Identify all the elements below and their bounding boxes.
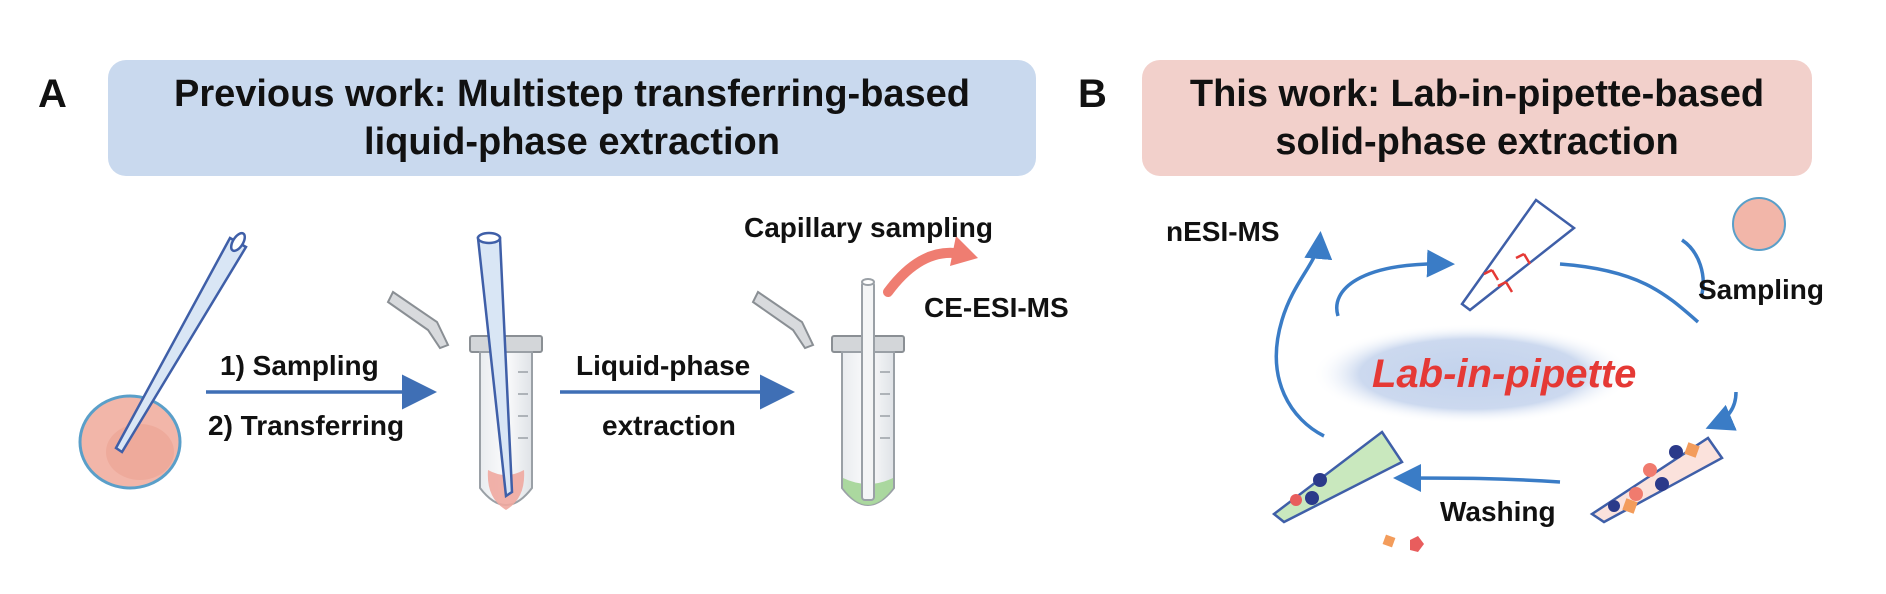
label-ce-esi-ms: CE-ESI-MS [924,292,1069,323]
red-curved-arrow [883,236,978,297]
label-capillary-sampling: Capillary sampling [744,212,993,243]
sample-droplet [1732,197,1786,251]
panel-a-title-line2: liquid-phase extraction [364,121,780,163]
cycle-arrows [1274,231,1738,493]
label-sampling-b: Sampling [1698,274,1825,305]
label-nesi-ms: nESI-MS [1166,216,1280,247]
panel-a-title-line1: Previous work: Multistep transferring-ba… [173,73,971,115]
tube-1 [386,231,543,510]
panel-a-title: Previous work: Multistep transferring-ba… [108,60,1036,176]
pipette-tip-top [1460,198,1577,312]
lab-in-pipette-ellipse [1312,324,1632,424]
panel-a-letter: A [38,72,67,116]
label-washing: Washing [1440,496,1556,527]
cell-with-pipette [78,231,248,490]
label-lab-in-pipette: Lab-in-pipette [1372,352,1637,396]
label-sampling: 1) Sampling [220,350,379,381]
panel-b-title: This work: Lab-in-pipette-based solid-ph… [1142,60,1812,176]
pipette-tip-left [1271,430,1404,524]
panel-b-title-line1: This work: Lab-in-pipette-based [1189,73,1765,115]
pipette-tip-right [1589,436,1724,524]
tube-2 [751,278,905,506]
label-liquid-phase: Liquid-phase [576,350,751,381]
panel-b-letter: B [1078,72,1107,116]
panel-b-title-line2: solid-phase extraction [1275,121,1679,163]
label-transferring: 2) Transferring [208,410,405,441]
label-extraction: extraction [602,410,736,441]
washed-particles [1382,534,1424,552]
